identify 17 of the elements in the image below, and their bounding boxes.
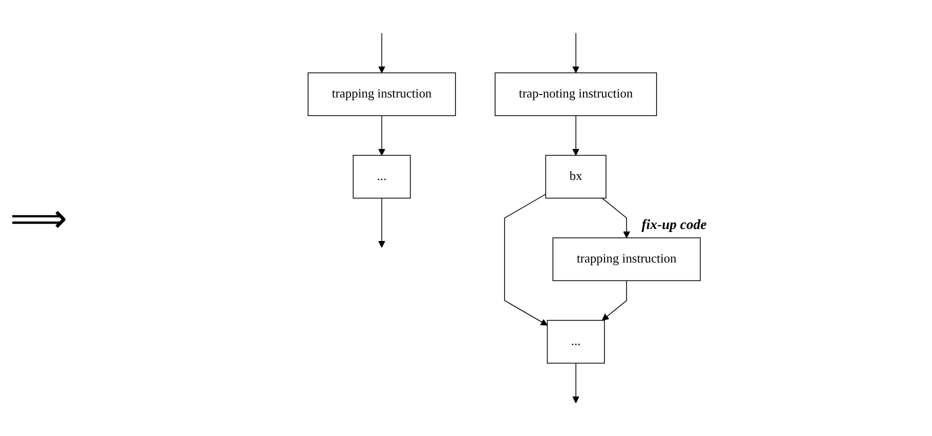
arrow: [602, 280, 628, 321]
node-box: bx: [546, 154, 607, 199]
node-caption: fix-up code: [642, 218, 707, 234]
arrow: [572, 362, 580, 404]
node-box: ...: [353, 154, 412, 199]
arrow: [378, 32, 386, 74]
node-box: trapping instruction: [308, 72, 456, 116]
arrow: [378, 115, 386, 156]
node-box: trap-noting instruction: [495, 72, 658, 116]
node-box: ...: [547, 320, 606, 364]
arrow: [602, 198, 630, 238]
arrow: [504, 194, 548, 326]
node-box: trapping instruction: [552, 237, 701, 282]
transform-arrow-label: ⟹: [9, 194, 68, 242]
arrow: [572, 115, 580, 156]
arrow: [572, 32, 580, 74]
arrow: [378, 198, 386, 248]
